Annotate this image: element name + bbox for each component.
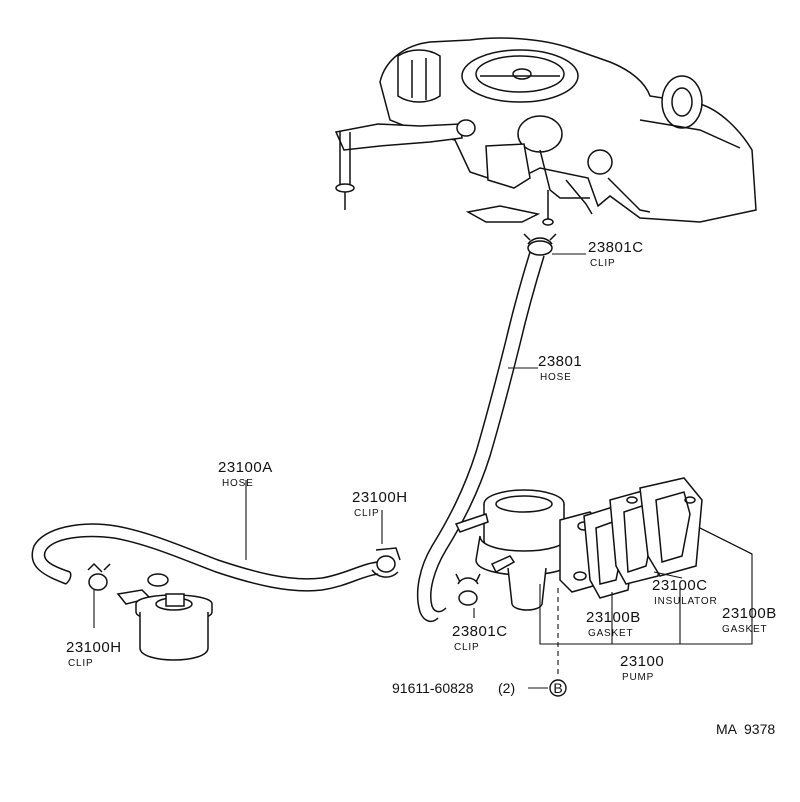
clip-h-mid-drawing (371, 547, 401, 578)
callout-number: 23100B (586, 609, 641, 626)
callout-clip-h-mid: 23100H CLIP (352, 489, 408, 519)
callout-name: HOSE (540, 372, 572, 383)
leader-lines (93, 253, 753, 689)
callout-name: PUMP (622, 672, 654, 683)
callout-name: HOSE (222, 478, 254, 489)
bolt-marker-letter: B (553, 680, 562, 696)
callout-number: 23100B (722, 605, 777, 622)
gasket-right-drawing (639, 477, 703, 577)
figure-code: MA 9378 (716, 721, 775, 737)
callout-name: CLIP (590, 258, 615, 269)
callout-gasket-right: 23100B GASKET (722, 605, 777, 635)
carburetor-assembly-drawing (334, 37, 757, 226)
callout-name: GASKET (588, 628, 633, 639)
callout-bolt: 91611-60828 (2) (392, 680, 515, 696)
callout-number: 23801C (588, 239, 644, 256)
hose-main-drawing (416, 251, 545, 623)
callout-clip-bottom: 23801C CLIP (452, 623, 508, 653)
callout-clip-top: 23801C CLIP (588, 239, 644, 269)
callout-name: CLIP (354, 508, 379, 519)
callout-name: CLIP (454, 642, 479, 653)
callout-number: 23100H (66, 639, 122, 656)
clip-top-drawing (523, 233, 557, 256)
callout-number: 23801C (452, 623, 508, 640)
callout-number: 23100A (218, 459, 273, 476)
callout-pump: 23100 PUMP (620, 653, 664, 683)
callout-number: 23100H (352, 489, 408, 506)
callout-name: GASKET (722, 624, 767, 635)
clip-bottom-drawing (455, 573, 481, 606)
callout-number: 23100C (652, 577, 708, 594)
fuel-filter-drawing (116, 573, 213, 661)
bolt-part-number: 91611-60828 (392, 680, 474, 696)
callout-clip-h-left: 23100H CLIP (66, 639, 122, 669)
clip-h-left-drawing (87, 562, 111, 591)
callout-number: 23801 (538, 353, 582, 370)
callout-gasket-left: 23100B GASKET (586, 609, 641, 639)
callout-name: CLIP (68, 658, 93, 669)
callout-hose-main: 23801 HOSE (538, 353, 582, 383)
bolt-marker-circle (549, 679, 567, 697)
callout-number: 23100 (620, 653, 664, 670)
bolt-quantity: (2) (498, 680, 515, 696)
callout-name: INSULATOR (654, 596, 718, 607)
callout-insulator: 23100C INSULATOR (652, 577, 718, 607)
callout-hose-a: 23100A HOSE (218, 459, 273, 489)
fuel-pump-drawing (454, 489, 607, 611)
hose-a-drawing (31, 523, 379, 592)
